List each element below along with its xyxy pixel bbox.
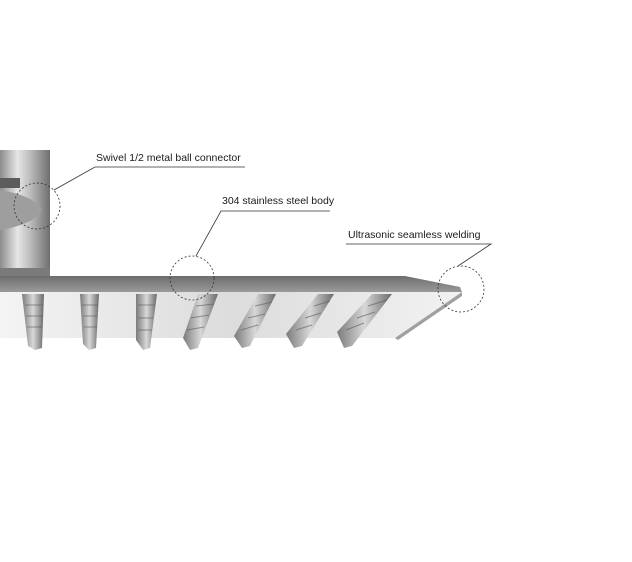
nozzle-icon	[337, 294, 392, 348]
callout-body	[169, 210, 330, 301]
nozzle-icon	[234, 294, 276, 348]
callout-connector	[13, 166, 245, 230]
connector-label: Swivel 1/2 metal ball connector	[96, 152, 241, 164]
plate-face	[0, 292, 462, 338]
nozzle-row	[22, 294, 392, 350]
nozzle-icon	[80, 294, 99, 350]
callout-weld	[346, 243, 493, 313]
weld-label: Ultrasonic seamless welding	[348, 229, 481, 241]
nozzle-icon	[22, 294, 44, 350]
nozzle-icon	[183, 294, 218, 350]
nozzle-icon	[136, 294, 157, 350]
nozzle-icon	[286, 294, 334, 348]
plate-top-edge	[0, 276, 462, 292]
ball-connector-icon	[0, 150, 50, 278]
body-label: 304 stainless steel body	[222, 195, 335, 207]
